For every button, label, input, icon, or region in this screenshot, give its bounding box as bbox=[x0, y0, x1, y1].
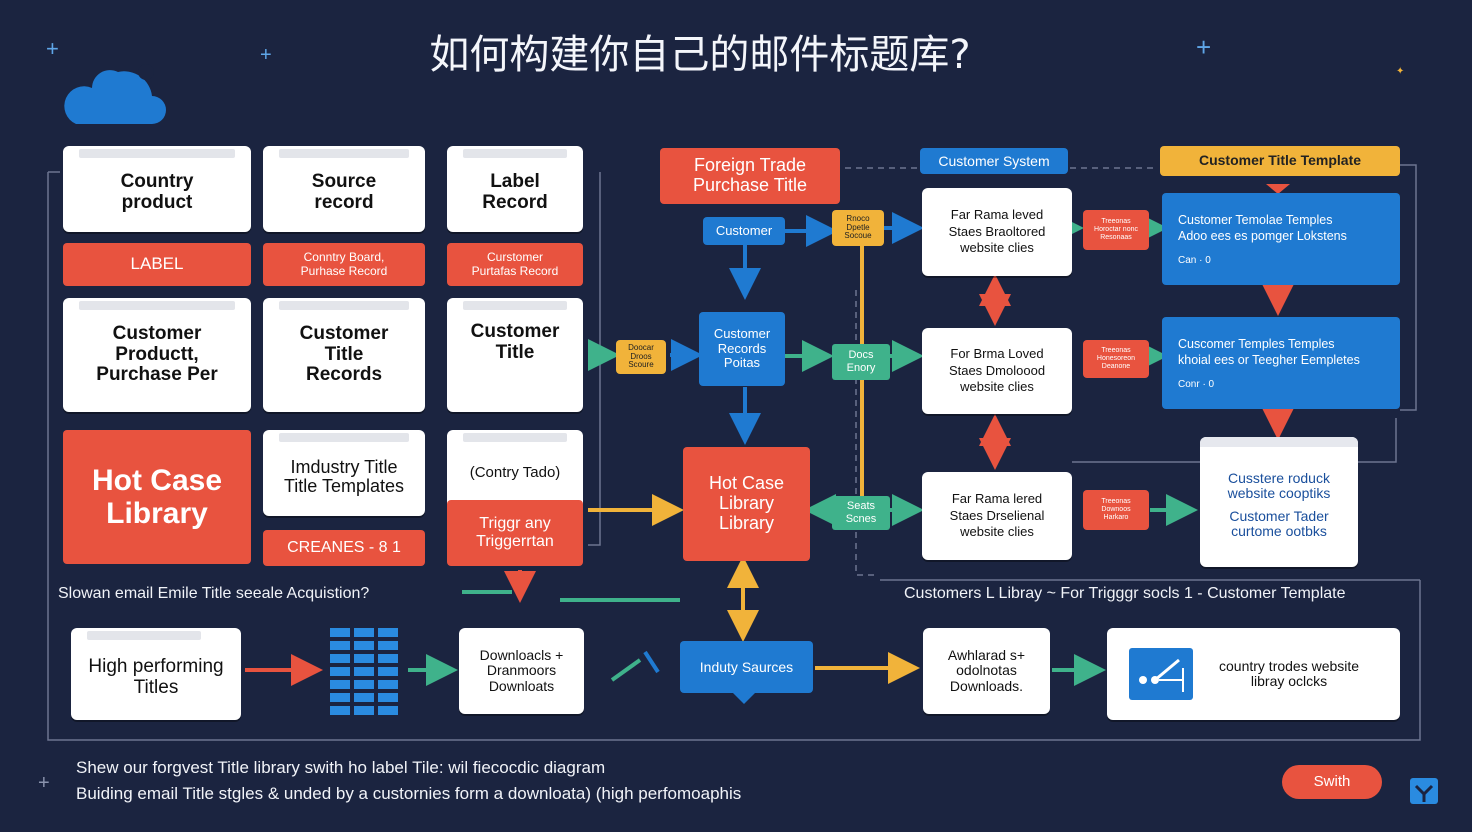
site-box-2-text: For Brma Loved Staes Dmoloood website cl… bbox=[948, 345, 1046, 395]
sparkle-icon: + bbox=[260, 44, 272, 66]
industry-sources-card[interactable]: Induty Saurces bbox=[680, 641, 813, 693]
customer-title-template-header: Customer Title Template bbox=[1160, 146, 1400, 176]
template-panel-1[interactable]: Customer Temolae Temples Adoo ees es pom… bbox=[1162, 193, 1400, 285]
country-tado-label: (Contry Tado) bbox=[469, 463, 561, 481]
country-product-card[interactable]: Country product bbox=[63, 146, 251, 232]
site-box-1-text: Far Rama leved Staes Braoltored website … bbox=[948, 206, 1046, 256]
template-panel-2-text: Cuscomer Temples Temples khoial ees or T… bbox=[1178, 337, 1360, 368]
customer-title-card[interactable]: Customer Title bbox=[447, 298, 583, 412]
hot-case-library-card[interactable]: Hot Case Library bbox=[63, 430, 251, 564]
result-card[interactable]: Cusstere roduck website cooptiks Custome… bbox=[1200, 437, 1358, 567]
customer-chip[interactable]: Customer bbox=[703, 217, 785, 245]
source-chip-2: Doocar Droos Scoure bbox=[616, 340, 666, 374]
industry-title-templates-label: Imdustry Title Title Templates bbox=[283, 456, 405, 496]
label-tag: LABEL bbox=[63, 243, 251, 286]
site-box-3-text: Far Rama lered Staes Drselienal website … bbox=[949, 490, 1045, 540]
footer-line-2: Buiding email Title stgles & unded by a … bbox=[76, 784, 742, 803]
customer-records-portal-card[interactable]: Customer Records Poitas bbox=[699, 312, 785, 386]
site-box-1[interactable]: Far Rama leved Staes Braoltored website … bbox=[922, 188, 1072, 276]
customer-title-label: Customer Title bbox=[470, 321, 560, 363]
foreign-trade-title-card[interactable]: Foreign Trade Purchase Title bbox=[660, 148, 840, 204]
section-label-left: Slowan email Emile Title seeale Acquisti… bbox=[58, 585, 370, 602]
template-panel-1-count: Can · 0 bbox=[1178, 254, 1211, 266]
downloads-card-2[interactable]: Awhlarad s+ odolnotas Downloads. bbox=[923, 628, 1050, 714]
customer-purchase-tag: Curstomer Purtafas Record bbox=[447, 243, 583, 286]
creanes-tag: CREANES - 8 1 bbox=[263, 530, 425, 566]
downloads-card-1[interactable]: Downloacls + Dranmoors Downloats bbox=[459, 628, 584, 714]
sparkle-icon: + bbox=[46, 36, 59, 61]
result-card-text-1: Cusstere roduck website cooptiks bbox=[1227, 469, 1331, 501]
source-record-label: Source record bbox=[311, 171, 377, 213]
customer-title-records-label: Customer Title Records bbox=[299, 323, 389, 386]
customer-product-purchase-label: Customer Productt, Purchase Per bbox=[96, 323, 218, 386]
trigger-any-card[interactable]: Triggr any Triggerrtan bbox=[447, 500, 583, 566]
country-website-text: country trodes website libray oclcks bbox=[1219, 657, 1360, 689]
cloud-icon bbox=[56, 58, 168, 128]
section-label-right: Customers L Libray ~ For Trigggr socls 1… bbox=[904, 585, 1346, 602]
downloads-card-2-text: Awhlarad s+ odolnotas Downloads. bbox=[947, 647, 1026, 694]
template-panel-2-count: Conr · 0 bbox=[1178, 378, 1215, 390]
site-box-3[interactable]: Far Rama lered Staes Drselienal website … bbox=[922, 472, 1072, 560]
template-panel-2[interactable]: Cuscomer Temples Temples khoial ees or T… bbox=[1162, 317, 1400, 409]
sparkle-icon: + bbox=[1196, 32, 1212, 62]
customer-title-records-card[interactable]: Customer Title Records bbox=[263, 298, 425, 412]
hot-case-library-center-card[interactable]: Hot Case Library Library bbox=[683, 447, 810, 561]
chart-thumbnail-icon bbox=[1129, 648, 1193, 700]
customer-product-purchase-card[interactable]: Customer Productt, Purchase Per bbox=[63, 298, 251, 412]
industry-title-templates-card[interactable]: Imdustry Title Title Templates bbox=[263, 430, 425, 516]
label-record-card[interactable]: Label Record bbox=[447, 146, 583, 232]
inbox-icon[interactable] bbox=[1410, 778, 1438, 804]
sparkle-icon: + bbox=[38, 772, 50, 794]
small-red-chip-2: Treeonas Honesoreon Deanone bbox=[1083, 340, 1149, 378]
customer-system-header: Customer System bbox=[920, 148, 1068, 174]
table-grid-icon bbox=[330, 628, 398, 718]
page-title: 如何构建你自己的邮件标题库? bbox=[429, 32, 971, 78]
country-product-label: Country product bbox=[120, 171, 194, 213]
star-icon: ✦ bbox=[1396, 66, 1405, 77]
source-record-card[interactable]: Source record bbox=[263, 146, 425, 232]
country-board-tag: Conntry Board, Purhase Record bbox=[263, 243, 425, 286]
country-website-card[interactable]: country trodes website libray oclcks bbox=[1107, 628, 1400, 720]
seats-chip: Seats Scnes bbox=[832, 496, 890, 530]
high-performing-titles-card[interactable]: High performing Titles bbox=[71, 628, 241, 720]
result-card-text-2: Customer Tader curtome ootbks bbox=[1229, 508, 1329, 540]
label-record-label: Label Record bbox=[482, 171, 548, 213]
site-box-2[interactable]: For Brma Loved Staes Dmoloood website cl… bbox=[922, 328, 1072, 414]
source-chip-1: Rnoco Dpetle Socoue bbox=[832, 210, 884, 246]
footer-line-1: Shew our forgvest Title library swith ho… bbox=[76, 758, 606, 777]
high-performing-titles-label: High performing Titles bbox=[88, 656, 224, 698]
downloads-card-1-text: Downloacls + Dranmoors Downloats bbox=[479, 647, 564, 694]
small-red-chip-3: Treeonas Downoos Harkaro bbox=[1083, 490, 1149, 530]
template-panel-1-text: Customer Temolae Temples Adoo ees es pom… bbox=[1178, 213, 1347, 244]
switch-button[interactable]: Swith bbox=[1282, 765, 1382, 799]
pointer-triangle-icon bbox=[732, 692, 756, 704]
docs-chip: Docs Enory bbox=[832, 344, 890, 380]
small-red-chip-1: Treeonas Horoctar nonc Resonaas bbox=[1083, 210, 1149, 250]
